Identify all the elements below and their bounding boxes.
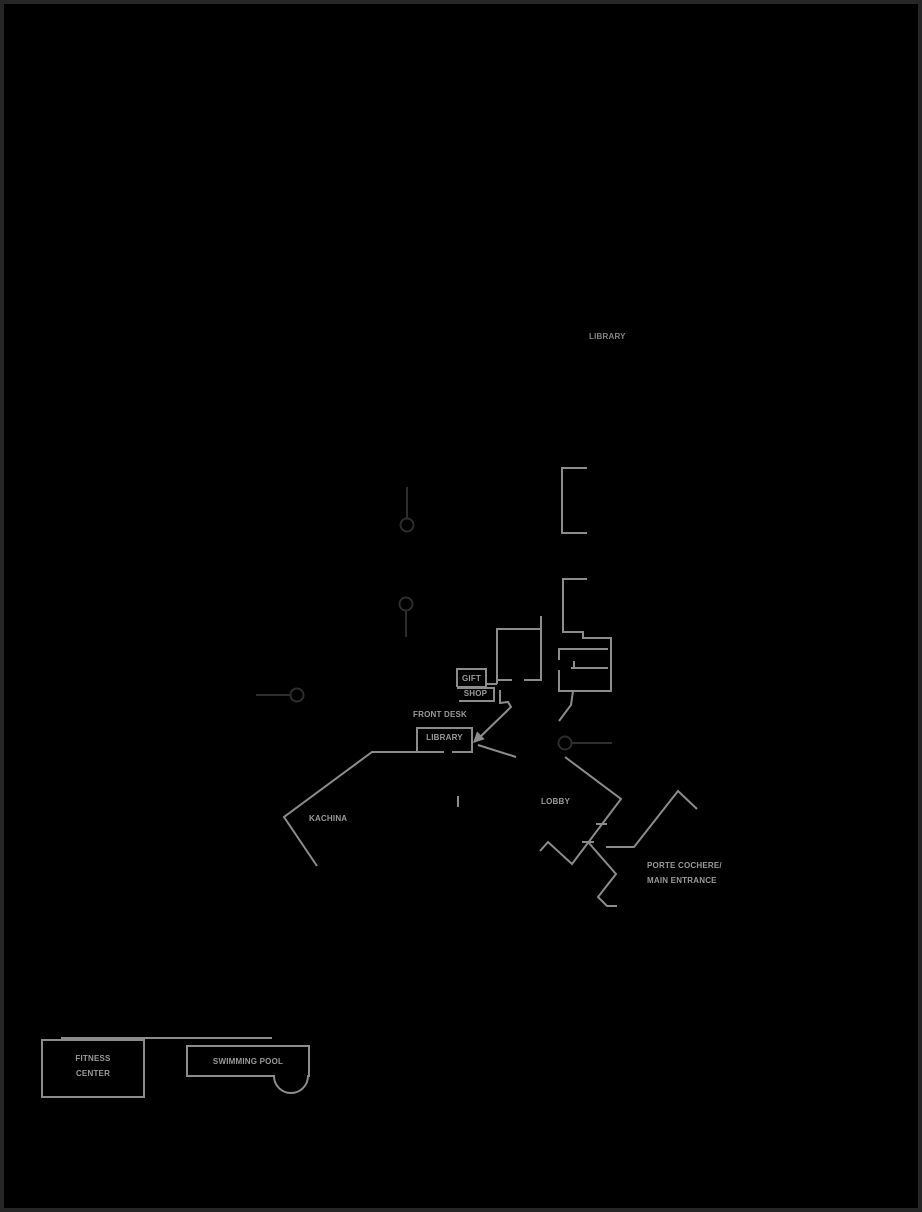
label-fitness: FITNESS bbox=[75, 1054, 111, 1063]
fitness-center-outline bbox=[41, 1039, 145, 1098]
shop-box bbox=[457, 687, 495, 702]
label-swimming-pool: SWIMMING POOL bbox=[212, 1057, 284, 1066]
swimming-pool-outline bbox=[186, 1045, 310, 1094]
west-building-outline bbox=[496, 616, 542, 684]
direction-arrow-head bbox=[473, 731, 485, 743]
entrance-zigzag-line bbox=[587, 841, 618, 907]
upper-bracket-outline bbox=[561, 467, 587, 534]
label-center: CENTER bbox=[75, 1069, 111, 1078]
porte-cochere-outline bbox=[606, 789, 698, 848]
arrow-tail-line bbox=[477, 744, 517, 758]
circle-marker-icon bbox=[289, 687, 305, 703]
label-main-entrance: MAIN ENTRANCE bbox=[647, 876, 717, 885]
label-kachina: KACHINA bbox=[309, 814, 348, 823]
label-front-desk: FRONT DESK bbox=[413, 710, 467, 719]
label-shop: SHOP bbox=[463, 689, 488, 698]
north-building-outline bbox=[558, 578, 612, 692]
label-library-box: LIBRARY bbox=[426, 733, 463, 742]
label-lobby: LOBBY bbox=[541, 797, 570, 806]
north-corridor-line bbox=[558, 690, 574, 722]
circle-markers bbox=[256, 487, 612, 751]
label-gift: GIFT bbox=[461, 674, 482, 683]
label-library-upper: LIBRARY bbox=[589, 332, 626, 341]
circle-marker-icon bbox=[398, 596, 414, 612]
circle-marker-icon bbox=[399, 517, 415, 533]
circle-marker-icon bbox=[557, 735, 573, 751]
label-porte-cochere: PORTE COCHERE/ bbox=[647, 861, 722, 870]
direction-arrow-icon bbox=[477, 690, 513, 740]
library-box-outline bbox=[416, 727, 473, 753]
kachina-wing-line bbox=[282, 751, 417, 867]
map-lines bbox=[41, 467, 698, 1098]
building-outlines bbox=[41, 467, 698, 1098]
lobby-corridor-line bbox=[539, 756, 623, 866]
